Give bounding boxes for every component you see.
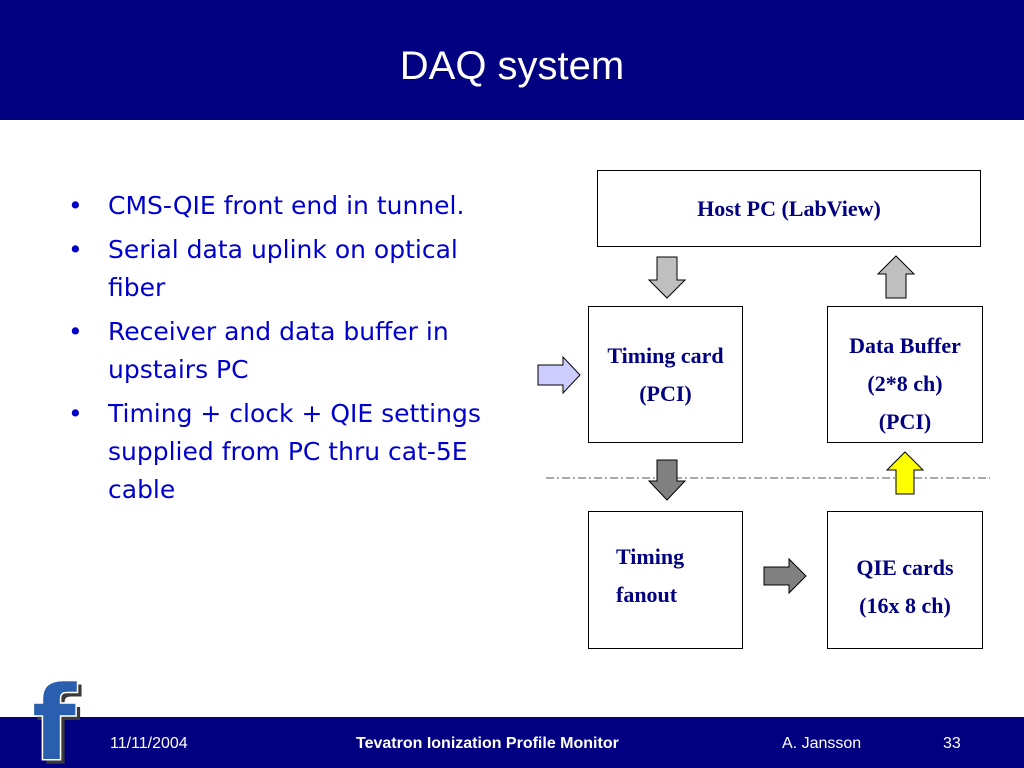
- bullet-item: • Serial data uplink on optical fiber: [68, 231, 488, 307]
- qie-cards-label: QIE cards: [856, 555, 954, 580]
- fermilab-logo-icon: f f: [31, 672, 83, 768]
- timing-fanout-box: Timing fanout: [588, 511, 743, 649]
- qie-cards-box: QIE cards (16x 8 ch): [827, 511, 983, 649]
- bullet-item: • CMS-QIE front end in tunnel.: [68, 187, 488, 225]
- logo-letter: f: [31, 672, 78, 768]
- footer-page-number: 33: [943, 735, 961, 752]
- bullet-item: • Timing + clock + QIE settings supplied …: [68, 395, 488, 509]
- timing-card-label: Timing card: [607, 343, 724, 368]
- bullet-text: CMS-QIE front end in tunnel.: [108, 191, 465, 220]
- bullet-text: Receiver and data buffer in upstairs PC: [108, 317, 449, 384]
- bullet-list: • CMS-QIE front end in tunnel. • Serial da…: [68, 187, 488, 515]
- bullet-dot: •: [68, 399, 83, 428]
- timing-card-sublabel: (PCI): [639, 381, 692, 406]
- arrow-up-qie-to-buffer: [885, 451, 925, 495]
- title-bar: DAQ system: [0, 0, 1024, 120]
- timing-card-box: Timing card (PCI): [588, 306, 743, 443]
- footer-bar: 11/11/2004 Tevatron Ionization Profile M…: [0, 717, 1024, 768]
- arrow-up-buffer-to-host: [876, 255, 916, 299]
- timing-fanout-sublabel: fanout: [616, 582, 678, 607]
- data-buffer-label: Data Buffer: [849, 333, 961, 358]
- footer-date: 11/11/2004: [110, 735, 188, 752]
- footer-author: A. Jansson: [782, 735, 862, 752]
- data-buffer-bus: (PCI): [878, 409, 932, 434]
- bullet-item: • Receiver and data buffer in upstairs PC: [68, 313, 488, 389]
- qie-cards-sublabel: (16x 8 ch): [859, 593, 951, 618]
- slide-title: DAQ system: [399, 44, 625, 88]
- footer-title: Tevatron Ionization Profile Monitor: [356, 735, 619, 752]
- timing-fanout-label: Timing: [616, 544, 685, 569]
- logo-letter-shadow: f: [35, 672, 82, 768]
- arrow-down-timing-to-fanout: [647, 459, 687, 501]
- arrow-right-into-timing: [537, 355, 581, 395]
- data-buffer-box: Data Buffer (2*8 ch) (PCI): [827, 306, 983, 443]
- host-pc-box: Host PC (LabView): [597, 170, 981, 247]
- bullet-dot: •: [68, 191, 83, 220]
- data-buffer-channels: (2*8 ch): [867, 371, 943, 396]
- host-pc-label: Host PC (LabView): [697, 196, 881, 221]
- arrow-right-fanout-to-qie: [763, 557, 807, 595]
- bullet-text: Serial data uplink on optical fiber: [108, 235, 458, 302]
- bullet-text: Timing + clock + QIE settings supplied f…: [108, 399, 481, 504]
- bullet-dot: •: [68, 317, 83, 346]
- bullet-dot: •: [68, 235, 83, 264]
- arrow-down-host-to-timing: [647, 256, 687, 299]
